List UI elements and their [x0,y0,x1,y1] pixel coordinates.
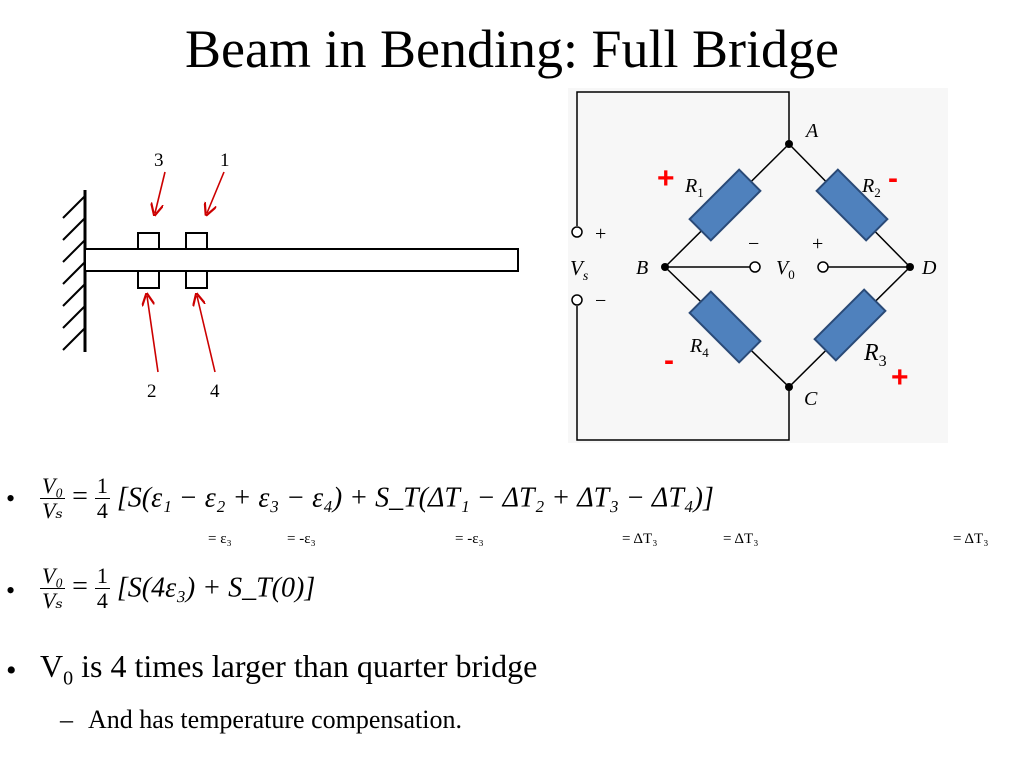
v0-minus-sign: − [748,233,759,255]
gauge-label-4: 4 [210,381,220,402]
bullet-eq1: • [6,484,16,513]
node-label-d: D [921,257,937,279]
eq1-annotation-2: = -ε₃ [287,531,316,547]
sub-bullet-dash: – [60,705,73,734]
equation-2: V₀ Vₛ = 1 4 [S(4ε₃) + S_T(0)] [40,563,316,613]
equation-1: V₀ Vₛ = 1 4 [S(ε₁ − ε₂ + ε₃ − ε₄) + S_T(… [40,473,714,523]
eq1-annotation-5: = ΔT₃ [723,531,759,547]
gauge-label-1: 1 [220,150,230,171]
eq1-annotation-4: = ΔT₃ [622,531,658,547]
cantilever-beam-figure: 3 1 2 4 [62,150,519,402]
vs-label: Vs [570,256,589,284]
node-label-c: C [804,388,818,410]
label-r4: R4 [689,335,709,360]
vs-plus-terminal [571,226,583,238]
sub-bullet-1-text: And has temperature compensation. [88,705,462,734]
bullet-3: • [6,654,17,687]
bullet-3-text: V0 is 4 times larger than quarter bridge [40,648,538,690]
gauge-2 [137,270,160,289]
wheatstone-bridge: A B C D R1 R2 R4 R3 + - - + + Vs − − + V… [568,88,948,443]
node-label-a: A [804,120,819,142]
arrow-gauge-3 [155,171,166,213]
gauge-label-2: 2 [147,381,157,402]
sign-r2: - [888,162,898,195]
resistor-r3 [813,288,887,362]
vs-minus-sign: − [595,290,606,312]
resistor-r1 [688,168,762,242]
label-r1: R1 [684,175,704,200]
gauge-label-3: 3 [154,150,164,171]
node-d [906,263,914,271]
eq1-annotation-3: = -ε₃ [455,531,484,547]
eq1-body: [S(ε₁ − ε₂ + ε₃ − ε₄) + S_T(ΔT₁ − ΔT₂ + … [116,482,714,514]
resistor-r2 [815,168,889,242]
diagram-canvas: 3 1 2 4 A B C D [62,88,948,443]
label-r2: R2 [861,175,881,200]
eq1-annotation-1: = ε₃ [208,531,232,547]
sign-r4: - [664,344,674,377]
node-b [661,263,669,271]
gauge-1 [185,232,208,250]
bullet-eq2: • [6,576,16,605]
v0-minus-terminal [749,261,761,273]
beam [84,248,519,272]
arrow-gauge-1 [207,171,225,213]
resistor-r4 [688,290,762,364]
node-c [785,383,793,391]
vs-minus-terminal [571,294,583,306]
eq2-fraction-quarter: 1 4 [94,563,110,613]
v0-label: V0 [776,257,795,282]
wall-hatching [62,195,86,351]
label-r3: R3 [863,340,887,370]
eq1-annotation-6: = ΔT₃ [953,531,989,547]
page-title: Beam in Bending: Full Bridge [185,19,839,79]
gauge-4 [185,270,208,289]
supply-top-wire [576,91,790,226]
gauge-3 [137,232,160,250]
vs-plus-sign: + [595,223,606,245]
v0-plus-sign: + [812,233,823,255]
node-label-b: B [636,257,648,279]
v0-plus-terminal [817,261,829,273]
supply-bottom-wire [576,306,790,441]
arrow-gauge-2 [147,296,159,373]
eq2-body: [S(4ε₃) + S_T(0)] [116,572,316,604]
sign-r3: + [891,361,909,394]
eq1-fraction-quarter: 1 4 [94,473,110,523]
sign-r1: + [657,162,675,195]
eq1-fraction-v0-vs: V₀ Vₛ [40,473,66,523]
arrow-gauge-4 [197,296,216,373]
eq2-fraction-v0-vs: V₀ Vₛ [40,563,66,613]
node-a [785,140,793,148]
